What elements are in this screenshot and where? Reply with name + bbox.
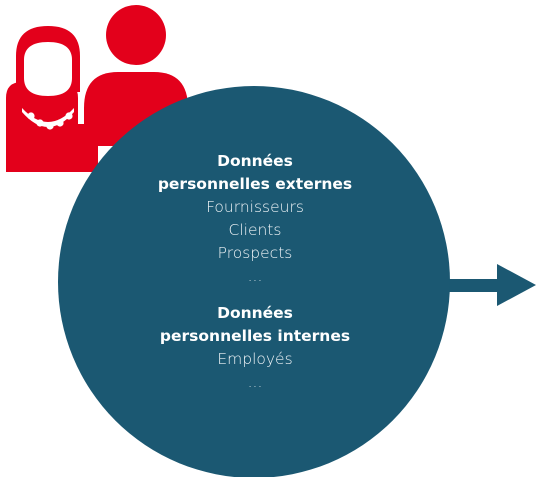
section-gap xyxy=(130,288,380,302)
external-heading-line1: Données xyxy=(217,152,293,170)
circle-content: Données personnelles externes Fournisseu… xyxy=(130,150,380,394)
data-circle xyxy=(58,86,450,477)
external-item-prospects: Prospects xyxy=(217,244,293,262)
external-heading-line2: personnelles externes xyxy=(157,175,353,193)
external-item-ellipsis: ... xyxy=(247,267,263,285)
woman-icon xyxy=(6,26,98,172)
external-item-suppliers: Fournisseurs xyxy=(206,198,304,216)
internal-item-ellipsis: ... xyxy=(247,373,263,391)
internal-heading-line1: Données xyxy=(217,304,293,322)
internal-heading-line2: personnelles internes xyxy=(159,327,351,345)
external-item-clients: Clients xyxy=(228,221,282,239)
internal-item-employees: Employés xyxy=(217,350,293,368)
